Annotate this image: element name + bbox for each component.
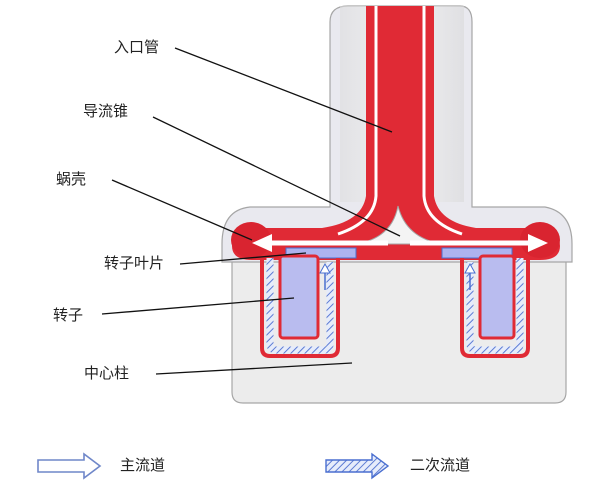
rotor-right <box>478 254 516 340</box>
main-flow-arrowhead-left <box>252 234 272 252</box>
label-volute: 蜗壳 <box>56 170 86 188</box>
part-labels: 入口管 导流锥 蜗壳 转子叶片 转子 中心柱 <box>53 38 164 382</box>
rotor-left <box>278 254 320 340</box>
rotor-blade-strip-right <box>441 247 513 259</box>
legend-main-channel-label: 主流道 <box>120 456 165 474</box>
rotor-left-group <box>260 254 340 358</box>
leader-flow-cone <box>152 116 401 237</box>
main-flow-arrowhead-right <box>528 234 548 252</box>
leader-center-column <box>155 362 353 375</box>
label-rotor-blade: 转子叶片 <box>104 254 164 272</box>
rotor-right-group <box>460 254 530 358</box>
legend-main-channel-arrow <box>37 452 102 480</box>
secondary-channel-right <box>466 258 524 354</box>
inlet-inner-lines <box>337 6 463 236</box>
legend: 主流道 二次流道 <box>37 452 470 480</box>
leader-rotor-blade <box>179 252 307 265</box>
legend-secondary-channel-arrow <box>325 452 390 480</box>
rotor-cavity-right <box>460 258 530 358</box>
rotor-cavity-left <box>260 258 340 358</box>
secondary-flow-arrow-left <box>319 262 331 274</box>
label-inlet-pipe: 入口管 <box>114 38 159 56</box>
secondary-channel-left <box>266 258 334 354</box>
main-flow-arrows <box>252 234 548 252</box>
rotor-blade-strip-left <box>285 247 357 259</box>
flow-cone <box>355 205 443 245</box>
leader-rotor <box>101 297 295 315</box>
rotor-blades <box>285 247 513 259</box>
legend-secondary-channel-label: 二次流道 <box>410 456 470 474</box>
leader-inlet-pipe <box>174 47 393 133</box>
secondary-flow-arrow-right <box>464 262 476 274</box>
label-rotor: 转子 <box>53 306 83 324</box>
leader-volute <box>111 179 253 241</box>
label-flow-cone: 导流锥 <box>83 102 128 120</box>
label-center-column: 中心柱 <box>84 364 129 382</box>
leader-lines <box>101 47 401 375</box>
